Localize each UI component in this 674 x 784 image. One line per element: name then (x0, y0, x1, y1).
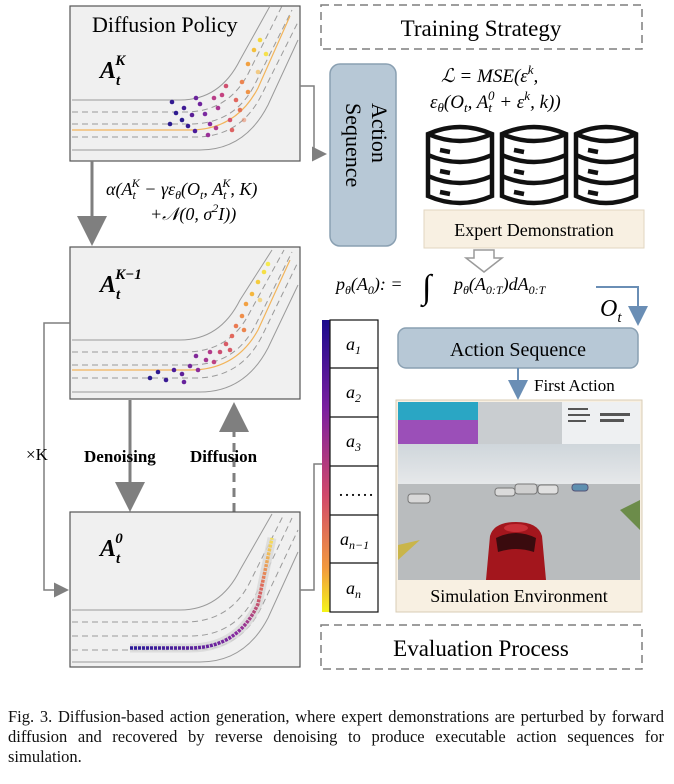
action-sequence-vertical-line1: Action (367, 103, 392, 163)
training-strategy-frame (320, 4, 643, 50)
expert-demonstration-label: Expert Demonstration (454, 220, 613, 240)
svg-text:∫: ∫ (420, 269, 434, 308)
svg-text:pθ(A0): =: pθ(A0): = (334, 274, 403, 297)
likelihood-formula: pθ(A0): = ∫ pθ(A0:T)dA0:T (334, 269, 547, 308)
observation-arrow (596, 286, 648, 326)
panel-label-zero: At0 (98, 531, 123, 567)
reverse-update-formula: α(AtK − γεθ(Ot, AtK, K) +𝒩(0, σ2I)) (106, 176, 257, 225)
action-list: a1 a2 a3 …… an−1 an (329, 319, 379, 613)
action-colorbar (322, 320, 330, 612)
svg-text:pθ(A0:T)dA0:T: pθ(A0:T)dA0:T (452, 274, 547, 297)
connector-to-action-sequence (300, 85, 327, 162)
figure-caption: Fig. 3. Diffusion-based action generatio… (8, 707, 664, 766)
evaluation-process-frame (320, 624, 643, 670)
hollow-down-arrow (463, 249, 505, 273)
panel-label-k: AtK (98, 53, 126, 89)
svg-text:α(AtK − γεθ(Ot, AtK, K): α(AtK − γεθ(Ot, AtK, K) (106, 176, 257, 202)
action-item-ellipsis: …… (338, 480, 374, 500)
panel-clean-action: At0 (69, 511, 301, 668)
svg-text:ℒ = MSE(εk,: ℒ = MSE(εk, (441, 62, 538, 87)
denoising-label: Denoising (84, 447, 156, 466)
action-sequence-vertical-box (329, 63, 397, 247)
road-lanes (72, 5, 299, 151)
simulation-screenshot: Simulation Environment (395, 399, 643, 613)
simulation-environment-label: Simulation Environment (430, 586, 608, 606)
database-icon (499, 124, 569, 206)
action-sequence-box-label: Action Sequence (450, 339, 586, 361)
partially-denoised-points (147, 261, 271, 385)
repeat-loop: ×K (26, 322, 70, 598)
diffusion-policy-title: Diffusion Policy (92, 12, 238, 37)
panel-label-k-minus-1: AtK−1 (98, 267, 142, 303)
ego-car (486, 522, 546, 580)
action-sequence-vertical-line2: Sequence (341, 103, 366, 187)
panel-partially-denoised: AtK−1 (69, 246, 301, 400)
connector-to-action-list (300, 463, 322, 591)
action-item: an−1 (340, 529, 369, 552)
figure-canvas: Diffusion Policy AtK α(AtK − γεθ(Ot, AtK… (26, 4, 648, 670)
svg-text:+𝒩(0, σ2I)): +𝒩(0, σ2I)) (150, 201, 236, 225)
first-action-label: First Action (534, 376, 615, 395)
training-strategy-title: Training Strategy (401, 16, 562, 41)
diffusion-label: Diffusion (190, 447, 258, 466)
evaluation-process-title: Evaluation Process (393, 636, 569, 661)
database-icon (425, 124, 495, 206)
observation-label: Ot (600, 296, 622, 326)
expert-demonstration-box (423, 209, 645, 249)
traffic-cars (407, 483, 589, 504)
svg-text:εθ(Ot, At0 + εk, k)): εθ(Ot, At0 + εk, k)) (430, 88, 561, 115)
noisy-trajectory-points (167, 37, 269, 138)
repeat-k-label: ×K (26, 445, 49, 464)
database-icon (573, 124, 639, 206)
loss-formula: ℒ = MSE(εk, εθ(Ot, At0 + εk, k)) (430, 62, 561, 115)
panel-noisy-action: Diffusion Policy AtK (69, 5, 301, 162)
